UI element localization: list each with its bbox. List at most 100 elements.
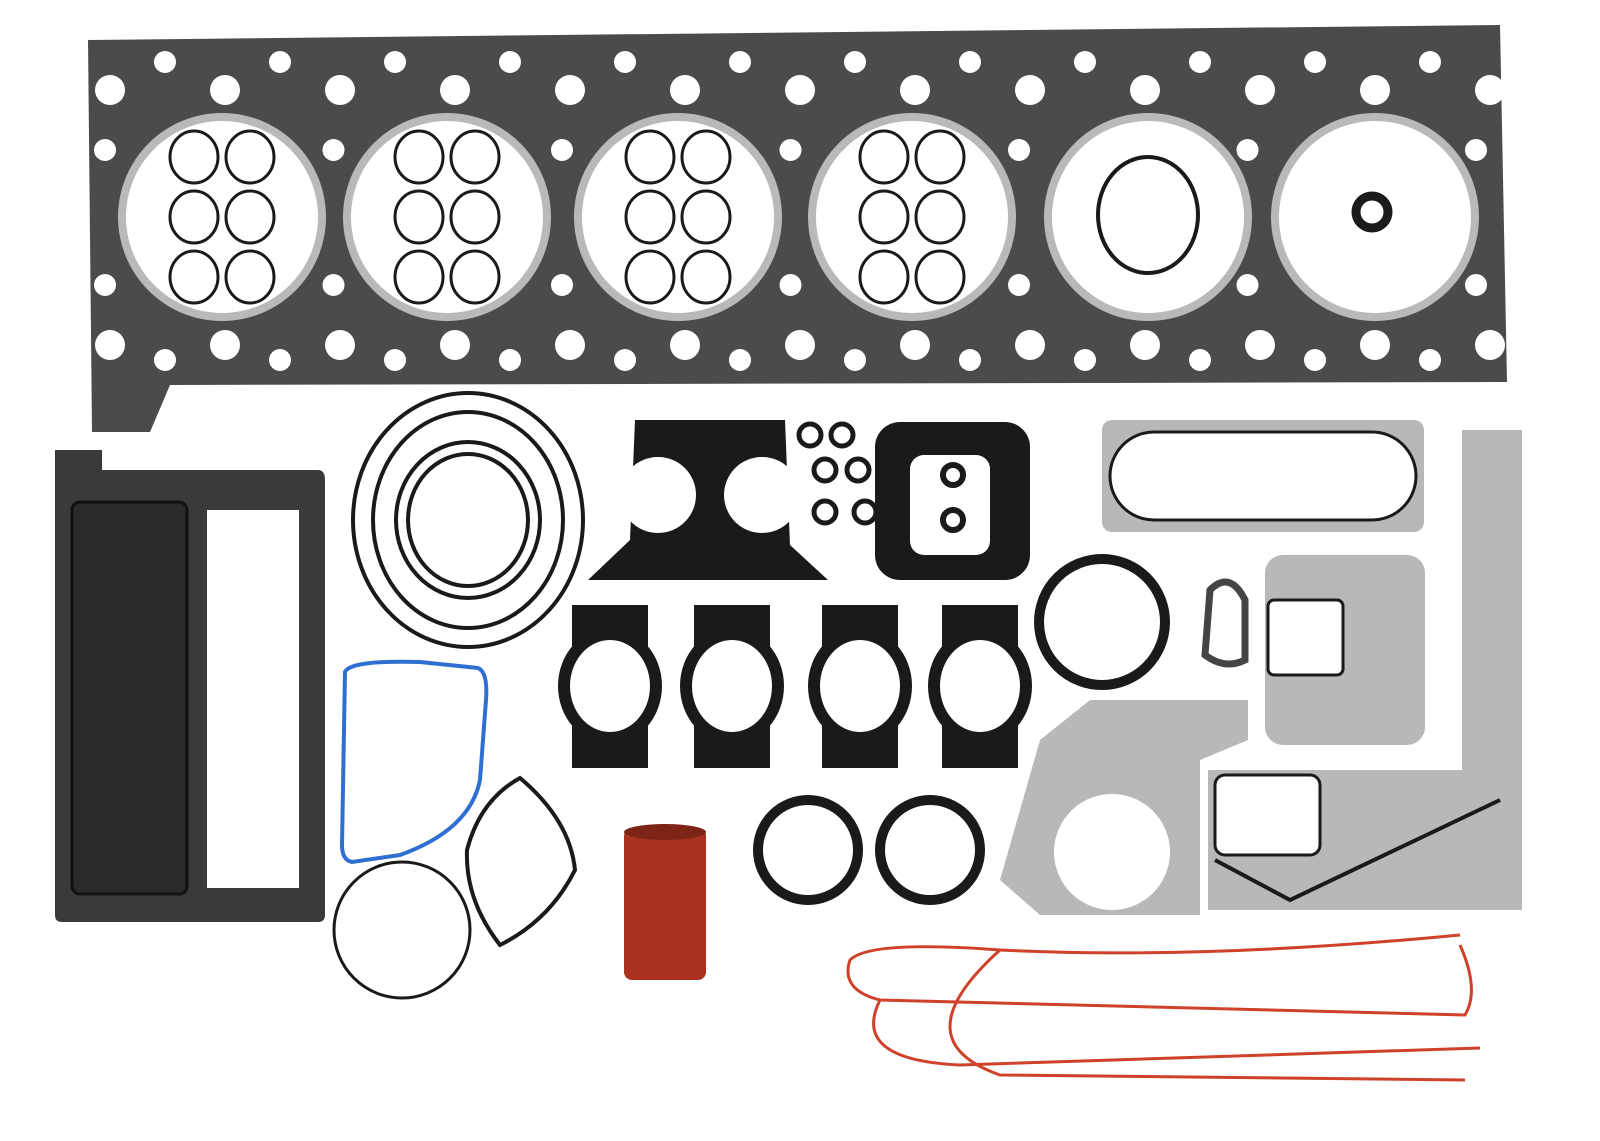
bolt-hole bbox=[440, 330, 470, 360]
o-ring bbox=[332, 860, 472, 1000]
water-hole bbox=[779, 274, 802, 296]
water-hole bbox=[1465, 139, 1487, 161]
o-ring bbox=[371, 410, 565, 630]
small-o-ring bbox=[811, 498, 839, 526]
o-ring bbox=[449, 129, 501, 185]
gasket-opening bbox=[1108, 430, 1418, 522]
bolt-hole bbox=[1245, 330, 1275, 360]
bolt-hole bbox=[1360, 75, 1390, 105]
water-hole bbox=[844, 349, 866, 371]
gasket-window bbox=[207, 510, 299, 888]
bolt-hole bbox=[210, 330, 240, 360]
small-o-ring bbox=[796, 421, 824, 449]
water-hole bbox=[499, 51, 521, 73]
o-ring bbox=[168, 129, 220, 185]
water-hole bbox=[729, 349, 751, 371]
water-hole bbox=[1074, 349, 1096, 371]
water-hole bbox=[94, 139, 116, 161]
water-hole bbox=[1189, 349, 1211, 371]
water-hole bbox=[154, 349, 176, 371]
water-hole bbox=[551, 274, 573, 296]
exhaust-port bbox=[570, 640, 650, 732]
o-ring bbox=[406, 452, 530, 588]
water-hole bbox=[94, 274, 116, 296]
o-ring bbox=[624, 189, 676, 245]
water-hole bbox=[1534, 349, 1556, 371]
water-hole bbox=[322, 139, 345, 161]
o-ring bbox=[680, 189, 732, 245]
water-hole bbox=[384, 51, 406, 73]
o-ring bbox=[914, 189, 966, 245]
gasket-opening bbox=[1266, 598, 1345, 677]
bolt-hole bbox=[900, 75, 930, 105]
exhaust-port bbox=[940, 640, 1020, 732]
o-ring bbox=[464, 775, 578, 948]
o-ring bbox=[449, 249, 501, 305]
o-ring bbox=[224, 129, 276, 185]
o-ring bbox=[624, 249, 676, 305]
o-ring bbox=[224, 189, 276, 245]
cylinder-bore bbox=[582, 121, 774, 313]
o-ring bbox=[858, 129, 910, 185]
bolt-hole bbox=[210, 75, 240, 105]
bolt-hole bbox=[900, 330, 930, 360]
water-hole bbox=[1236, 274, 1259, 296]
water-hole bbox=[614, 349, 636, 371]
exhaust-port bbox=[692, 640, 772, 732]
water-hole bbox=[1304, 51, 1326, 73]
sealant-strip bbox=[948, 948, 1466, 1082]
bolt-hole bbox=[1245, 75, 1275, 105]
o-ring bbox=[914, 129, 966, 185]
bolt-hole bbox=[555, 75, 585, 105]
bolt-hole bbox=[785, 75, 815, 105]
o-ring bbox=[393, 129, 445, 185]
bolt-hole bbox=[325, 330, 355, 360]
water-hole bbox=[959, 51, 981, 73]
water-hole bbox=[269, 349, 291, 371]
sealant-strip bbox=[872, 999, 1481, 1067]
small-o-ring bbox=[940, 507, 966, 533]
bolt-hole bbox=[1130, 330, 1160, 360]
water-hole bbox=[1074, 51, 1096, 73]
cylinder-bore bbox=[1279, 121, 1471, 313]
bolt-hole bbox=[670, 75, 700, 105]
cylinder-bore bbox=[351, 121, 543, 313]
port-hole bbox=[724, 457, 800, 533]
bolt-hole bbox=[1360, 330, 1390, 360]
small-o-ring bbox=[844, 456, 872, 484]
water-hole bbox=[1419, 349, 1441, 371]
water-hole bbox=[1008, 139, 1030, 161]
seal-ring bbox=[1351, 191, 1393, 233]
bolt-hole bbox=[1475, 75, 1505, 105]
small-o-ring bbox=[940, 462, 966, 488]
exhaust-port bbox=[820, 640, 900, 732]
o-ring bbox=[224, 249, 276, 305]
small-gaskets bbox=[55, 391, 1522, 1082]
water-hole bbox=[499, 349, 521, 371]
ring-seal bbox=[1034, 554, 1170, 690]
water-hole bbox=[1304, 349, 1326, 371]
o-ring bbox=[914, 249, 966, 305]
port-hole bbox=[620, 457, 696, 533]
o-ring bbox=[394, 440, 542, 600]
cylinder-bore bbox=[126, 121, 318, 313]
water-hole bbox=[322, 274, 345, 296]
bolt-hole bbox=[95, 330, 125, 360]
water-hole bbox=[384, 349, 406, 371]
ring-seal bbox=[875, 795, 985, 905]
o-ring bbox=[449, 189, 501, 245]
water-hole bbox=[1534, 51, 1556, 73]
water-hole bbox=[269, 51, 291, 73]
o-ring bbox=[680, 129, 732, 185]
o-ring bbox=[393, 249, 445, 305]
o-ring bbox=[858, 249, 910, 305]
water-hole bbox=[1189, 51, 1211, 73]
ring-seal bbox=[753, 795, 863, 905]
water-hole bbox=[729, 51, 751, 73]
small-o-ring bbox=[828, 421, 856, 449]
water-hole bbox=[959, 349, 981, 371]
gasket-panel bbox=[70, 500, 189, 896]
hose-end bbox=[624, 824, 706, 840]
water-hole bbox=[1008, 274, 1030, 296]
